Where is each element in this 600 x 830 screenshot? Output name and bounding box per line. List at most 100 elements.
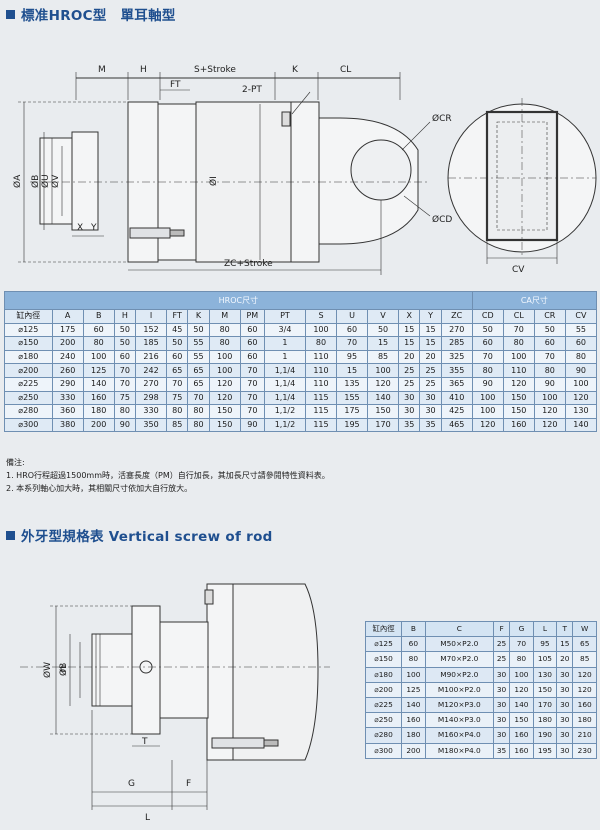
hroc-column-header: Y bbox=[419, 309, 442, 324]
table-cell: 355 bbox=[440, 363, 473, 378]
table-cell: 65 bbox=[187, 376, 210, 392]
table-cell: 50 bbox=[533, 322, 566, 338]
table-cell: 1,1/4 bbox=[263, 376, 306, 392]
dim-g: G bbox=[128, 779, 135, 789]
table-cell: 360 bbox=[51, 404, 84, 419]
table-cell: ⌀225 bbox=[364, 696, 403, 714]
table-cell: 210 bbox=[572, 727, 597, 744]
table-cell: 200 bbox=[51, 336, 84, 351]
table-cell: 100 bbox=[533, 390, 566, 406]
table-cell: ⌀180 bbox=[4, 349, 53, 365]
section-title: 外牙型規格表 Vertical screw of rod bbox=[6, 525, 273, 545]
table-cell: 70 bbox=[533, 349, 566, 365]
table-cell: 125 bbox=[401, 681, 426, 698]
table-cell: 30 bbox=[556, 712, 574, 729]
table-cell: 80 bbox=[82, 336, 115, 351]
table-cell: 70 bbox=[166, 376, 189, 392]
table-cell: 100 bbox=[82, 349, 115, 365]
dim-v: ØV bbox=[50, 174, 61, 188]
table-cell: 100 bbox=[502, 349, 535, 365]
table-cell: 160 bbox=[509, 742, 534, 759]
table-cell: 150 bbox=[208, 404, 241, 419]
table-cell: 115 bbox=[304, 417, 338, 433]
table-cell: 100 bbox=[208, 349, 241, 365]
table-cell: 100 bbox=[208, 363, 241, 378]
table-cell: 35 bbox=[419, 417, 442, 433]
table-cell: 80 bbox=[187, 404, 210, 419]
table-cell: 100 bbox=[509, 666, 534, 683]
table-cell: 120 bbox=[533, 417, 566, 433]
table-cell: 105 bbox=[532, 651, 558, 668]
table-cell: 120 bbox=[502, 376, 535, 392]
table-cell: 65 bbox=[166, 363, 189, 378]
table-cell: 270 bbox=[440, 322, 473, 338]
table-cell: 30 bbox=[492, 727, 511, 744]
table-cell: ⌀125 bbox=[4, 322, 53, 338]
table-cell: 115 bbox=[304, 404, 338, 419]
table-cell: M120×P3.0 bbox=[424, 696, 494, 714]
table-cell: 25 bbox=[398, 363, 421, 378]
hroc-column-header: U bbox=[335, 309, 369, 324]
table-cell: 70 bbox=[509, 636, 534, 653]
table-cell: 120 bbox=[572, 666, 597, 683]
note-1: 1. HRO行程超過1500mm時，活塞長度（PM）自行加長，其加長尺寸請參閱特… bbox=[6, 471, 330, 480]
table-cell: ⌀225 bbox=[4, 376, 53, 392]
table-cell: 80 bbox=[208, 322, 241, 338]
dim-ft: FT bbox=[170, 80, 181, 90]
dim-x: X bbox=[77, 223, 83, 233]
table-cell: 1,1/2 bbox=[263, 417, 306, 433]
table-cell: 115 bbox=[304, 390, 338, 406]
table-cell: 50 bbox=[471, 322, 504, 338]
table-cell: 95 bbox=[532, 636, 558, 653]
table-cell: 70 bbox=[502, 322, 535, 338]
table-cell: 100 bbox=[367, 363, 400, 378]
table-cell: M140×P3.0 bbox=[424, 712, 494, 729]
table-cell: 120 bbox=[471, 417, 504, 433]
table-cell: M90×P2.0 bbox=[424, 666, 494, 683]
table-cell: 60 bbox=[533, 336, 566, 351]
table-cell: 325 bbox=[440, 349, 473, 365]
table-cell: 70 bbox=[239, 363, 265, 378]
dim-w: ØW bbox=[42, 662, 53, 678]
table-cell: 60 bbox=[82, 322, 115, 338]
table-cell: 120 bbox=[208, 376, 241, 392]
table-cell: 30 bbox=[419, 390, 442, 406]
table-cell: 95 bbox=[335, 349, 369, 365]
table-cell: 80 bbox=[533, 363, 566, 378]
table-cell: 35 bbox=[398, 417, 421, 433]
table-cell: 1,1/4 bbox=[263, 363, 306, 378]
dim-b: ØB bbox=[30, 175, 41, 188]
vs-column-header: 缸內徑 bbox=[364, 620, 403, 638]
table-cell: 150 bbox=[509, 712, 534, 729]
table-cell: 60 bbox=[239, 322, 265, 338]
table-cell: 60 bbox=[335, 322, 369, 338]
table-cell: 30 bbox=[556, 727, 574, 744]
table-cell: 20 bbox=[398, 349, 421, 365]
table-cell: 25 bbox=[419, 376, 442, 392]
dim-c: C bbox=[60, 665, 66, 675]
table-cell: 140 bbox=[401, 696, 426, 714]
table-cell: 125 bbox=[82, 363, 115, 378]
dim-zc: ZC+Stroke bbox=[224, 259, 273, 269]
table-cell: 380 bbox=[51, 417, 84, 433]
hroc-column-header: CR bbox=[533, 309, 566, 324]
group-header-ca: CA尺寸 bbox=[471, 291, 598, 310]
table-cell: ⌀250 bbox=[4, 390, 53, 406]
table-cell: 35 bbox=[492, 742, 511, 759]
table-cell: 242 bbox=[135, 363, 168, 378]
vs-column-header: C bbox=[424, 620, 494, 638]
table-cell: 180 bbox=[82, 404, 115, 419]
table-cell: 465 bbox=[440, 417, 473, 433]
table-cell: 75 bbox=[166, 390, 189, 406]
table-cell: 60 bbox=[239, 336, 265, 351]
table-cell: 330 bbox=[51, 390, 84, 406]
table-cell: 110 bbox=[304, 349, 338, 365]
table-cell: 110 bbox=[304, 376, 338, 392]
table-cell: 260 bbox=[51, 363, 84, 378]
table-cell: 120 bbox=[564, 390, 598, 406]
table-cell: 100 bbox=[304, 322, 338, 338]
